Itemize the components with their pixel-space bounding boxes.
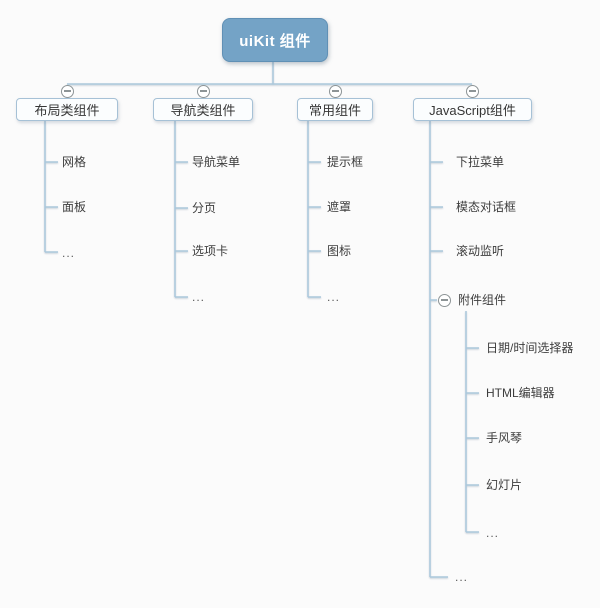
collapse-toggle-icon[interactable] [437, 293, 451, 307]
minus-icon [468, 90, 476, 92]
leaf-item[interactable]: HTML编辑器 [486, 386, 555, 400]
branch-common-lines [307, 121, 321, 298]
leaf-item[interactable]: 分页 [192, 201, 217, 215]
branch-javascript-lines [429, 121, 448, 578]
leaf-item[interactable]: 幻灯片 [486, 478, 523, 492]
leaf-item[interactable]: 手风琴 [486, 431, 523, 445]
minus-icon [440, 299, 448, 301]
leaf-item[interactable]: 日期/时间选择器 [486, 341, 574, 355]
subtree-attachment-lines [465, 311, 479, 533]
collapse-toggle-icon[interactable] [196, 84, 210, 98]
leaf-item[interactable]: 图标 [327, 244, 352, 258]
branch-node-common[interactable]: 常用组件 [297, 98, 373, 121]
minus-icon [63, 90, 71, 92]
collapse-toggle-icon[interactable] [60, 84, 74, 98]
leaf-item[interactable]: 导航菜单 [192, 155, 241, 169]
branch-node-javascript[interactable]: JavaScript组件 [413, 98, 532, 121]
leaf-item[interactable]: 面板 [62, 200, 87, 214]
collapse-toggle-icon[interactable] [465, 84, 479, 98]
minus-icon [199, 90, 207, 92]
branch-layout-lines [44, 121, 58, 253]
leaf-item-more[interactable]: ... [192, 290, 206, 304]
leaf-item-more[interactable]: ... [486, 526, 500, 540]
leaf-item-more[interactable]: ... [327, 290, 341, 304]
root-node[interactable]: uiKit 组件 [222, 18, 328, 62]
branch-node-nav[interactable]: 导航类组件 [153, 98, 253, 121]
branch-node-layout[interactable]: 布局类组件 [16, 98, 118, 121]
leaf-item[interactable]: 网格 [62, 155, 87, 169]
leaf-item[interactable]: 提示框 [327, 155, 364, 169]
leaf-item[interactable]: 滚动监听 [456, 244, 505, 258]
leaf-item[interactable]: 遮罩 [327, 200, 352, 214]
branch-nav-lines [174, 121, 188, 298]
leaf-item[interactable]: 模态对话框 [456, 200, 517, 214]
leaf-item-more[interactable]: ... [62, 246, 76, 260]
collapse-toggle-icon[interactable] [328, 84, 342, 98]
leaf-item[interactable]: 下拉菜单 [456, 155, 505, 169]
leaf-item-more[interactable]: ... [455, 570, 469, 584]
minus-icon [331, 90, 339, 92]
subtree-node-attachment[interactable]: 附件组件 [458, 293, 507, 307]
leaf-item[interactable]: 选项卡 [192, 244, 229, 258]
